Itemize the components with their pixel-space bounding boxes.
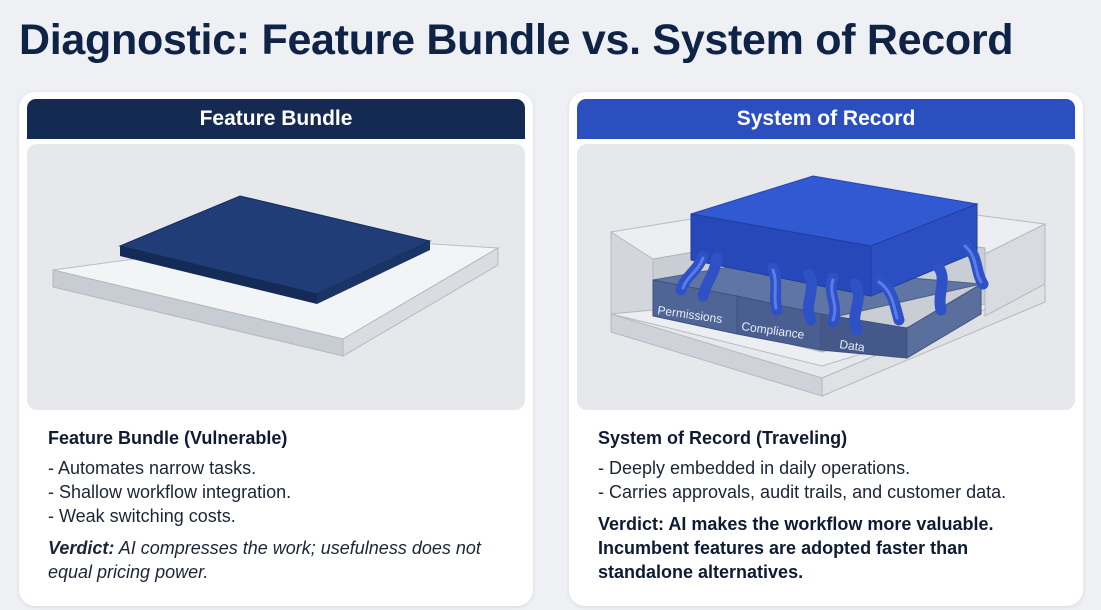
data-slab-side	[906, 283, 982, 359]
system-of-record-bullets: - Deeply embedded in daily operations. -…	[598, 456, 1006, 504]
layer-label-data: Data	[839, 337, 866, 354]
root-highlights	[681, 244, 983, 322]
feature-block-front	[120, 246, 317, 304]
thin-layer-on-slab-illustration	[52, 195, 500, 357]
bullet-item: - Carries approvals, audit trails, and c…	[598, 482, 1007, 502]
bullet-item: - Weak switching costs.	[48, 506, 236, 526]
system-of-record-card: System of Record Permissions Compliance …	[569, 92, 1083, 606]
bullet-item: - Automates narrow tasks.	[48, 458, 257, 478]
verdict-text: AI compresses the work; usefulness does …	[48, 538, 481, 582]
bullet-item: - Shallow workflow integration.	[48, 482, 292, 502]
embedded-block-illustration: Permissions Compliance Data	[610, 175, 1047, 397]
feature-bundle-bullets: - Automates narrow tasks. - Shallow work…	[48, 456, 291, 528]
system-of-record-heading: System of Record (Traveling)	[598, 428, 848, 448]
verdict-label: Verdict:	[48, 538, 115, 558]
feature-bundle-heading: Feature Bundle (Vulnerable)	[48, 428, 288, 448]
system-of-record-header: System of Record	[577, 99, 1075, 139]
system-of-record-verdict: Verdict: AI makes the workflow more valu…	[598, 514, 994, 582]
feature-bundle-illustration	[27, 144, 525, 410]
base-slab-side	[342, 247, 499, 357]
feature-bundle-verdict: Verdict: AI compresses the work; usefuln…	[48, 536, 516, 584]
bullet-item: - Deeply embedded in daily operations.	[598, 458, 911, 478]
tray-right-wall	[984, 223, 1046, 317]
feature-bundle-header: Feature Bundle	[27, 99, 525, 139]
system-of-record-illustration: Permissions Compliance Data	[577, 144, 1075, 410]
feature-block-side	[317, 241, 430, 304]
feature-bundle-card: Feature Bundle Feature Bundle (Vulnerabl…	[19, 92, 533, 606]
page-title: Diagnostic: Feature Bundle vs. System of…	[19, 16, 1014, 64]
